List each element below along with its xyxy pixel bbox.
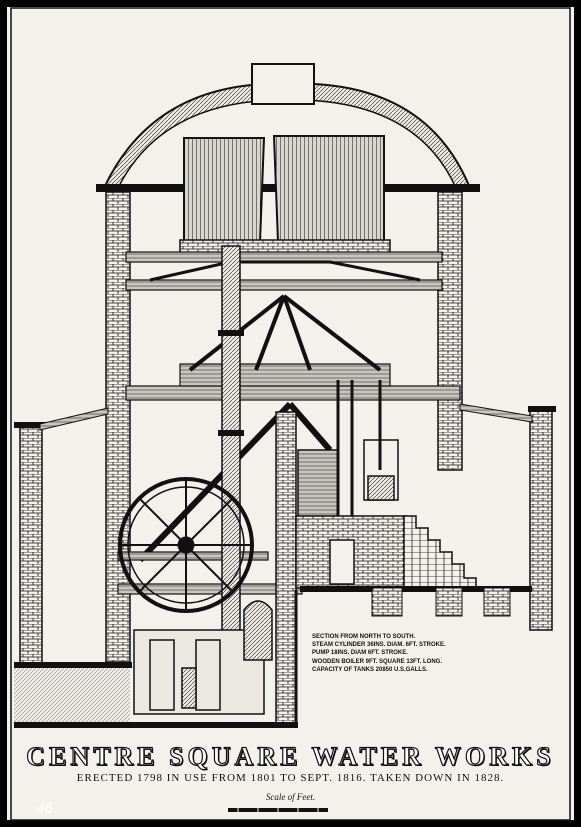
central-column xyxy=(218,245,244,709)
drawing-title: CENTRE SQUARE WATER WORKS xyxy=(26,741,555,771)
engine-house-wall xyxy=(275,411,297,727)
note-line: PUMP 18INS. DIAM 6FT. STROKE. xyxy=(312,650,408,657)
sheet-number: 46 xyxy=(36,800,53,817)
note-line: CAPACITY OF TANKS 20850 U.S.GALLS. xyxy=(312,666,428,673)
ground-line xyxy=(14,590,298,728)
scale-bar xyxy=(228,806,328,814)
flywheel xyxy=(118,477,254,613)
note-line: WOODEN BOILER 9FT. SQUARE 13FT. LONG. xyxy=(312,658,443,665)
steam-engine xyxy=(295,380,407,589)
note-line: STEAM CYLINDER 36INS. DIAM. 6FT. STROKE. xyxy=(312,642,446,649)
pump-well xyxy=(133,600,273,715)
note-line: SECTION FROM NORTH TO SOUTH. xyxy=(312,634,416,640)
water-tanks xyxy=(179,135,391,255)
staircase xyxy=(403,515,477,589)
side-roofs xyxy=(39,403,533,431)
specification-notes: SECTION FROM NORTH TO SOUTH. STEAM CYLIN… xyxy=(312,633,472,674)
drawing-subtitle: ERECTED 1798 IN USE FROM 1801 TO SEPT. 1… xyxy=(76,772,505,784)
scale-label: Scale of Feet. xyxy=(265,792,316,802)
foundations xyxy=(300,586,532,617)
